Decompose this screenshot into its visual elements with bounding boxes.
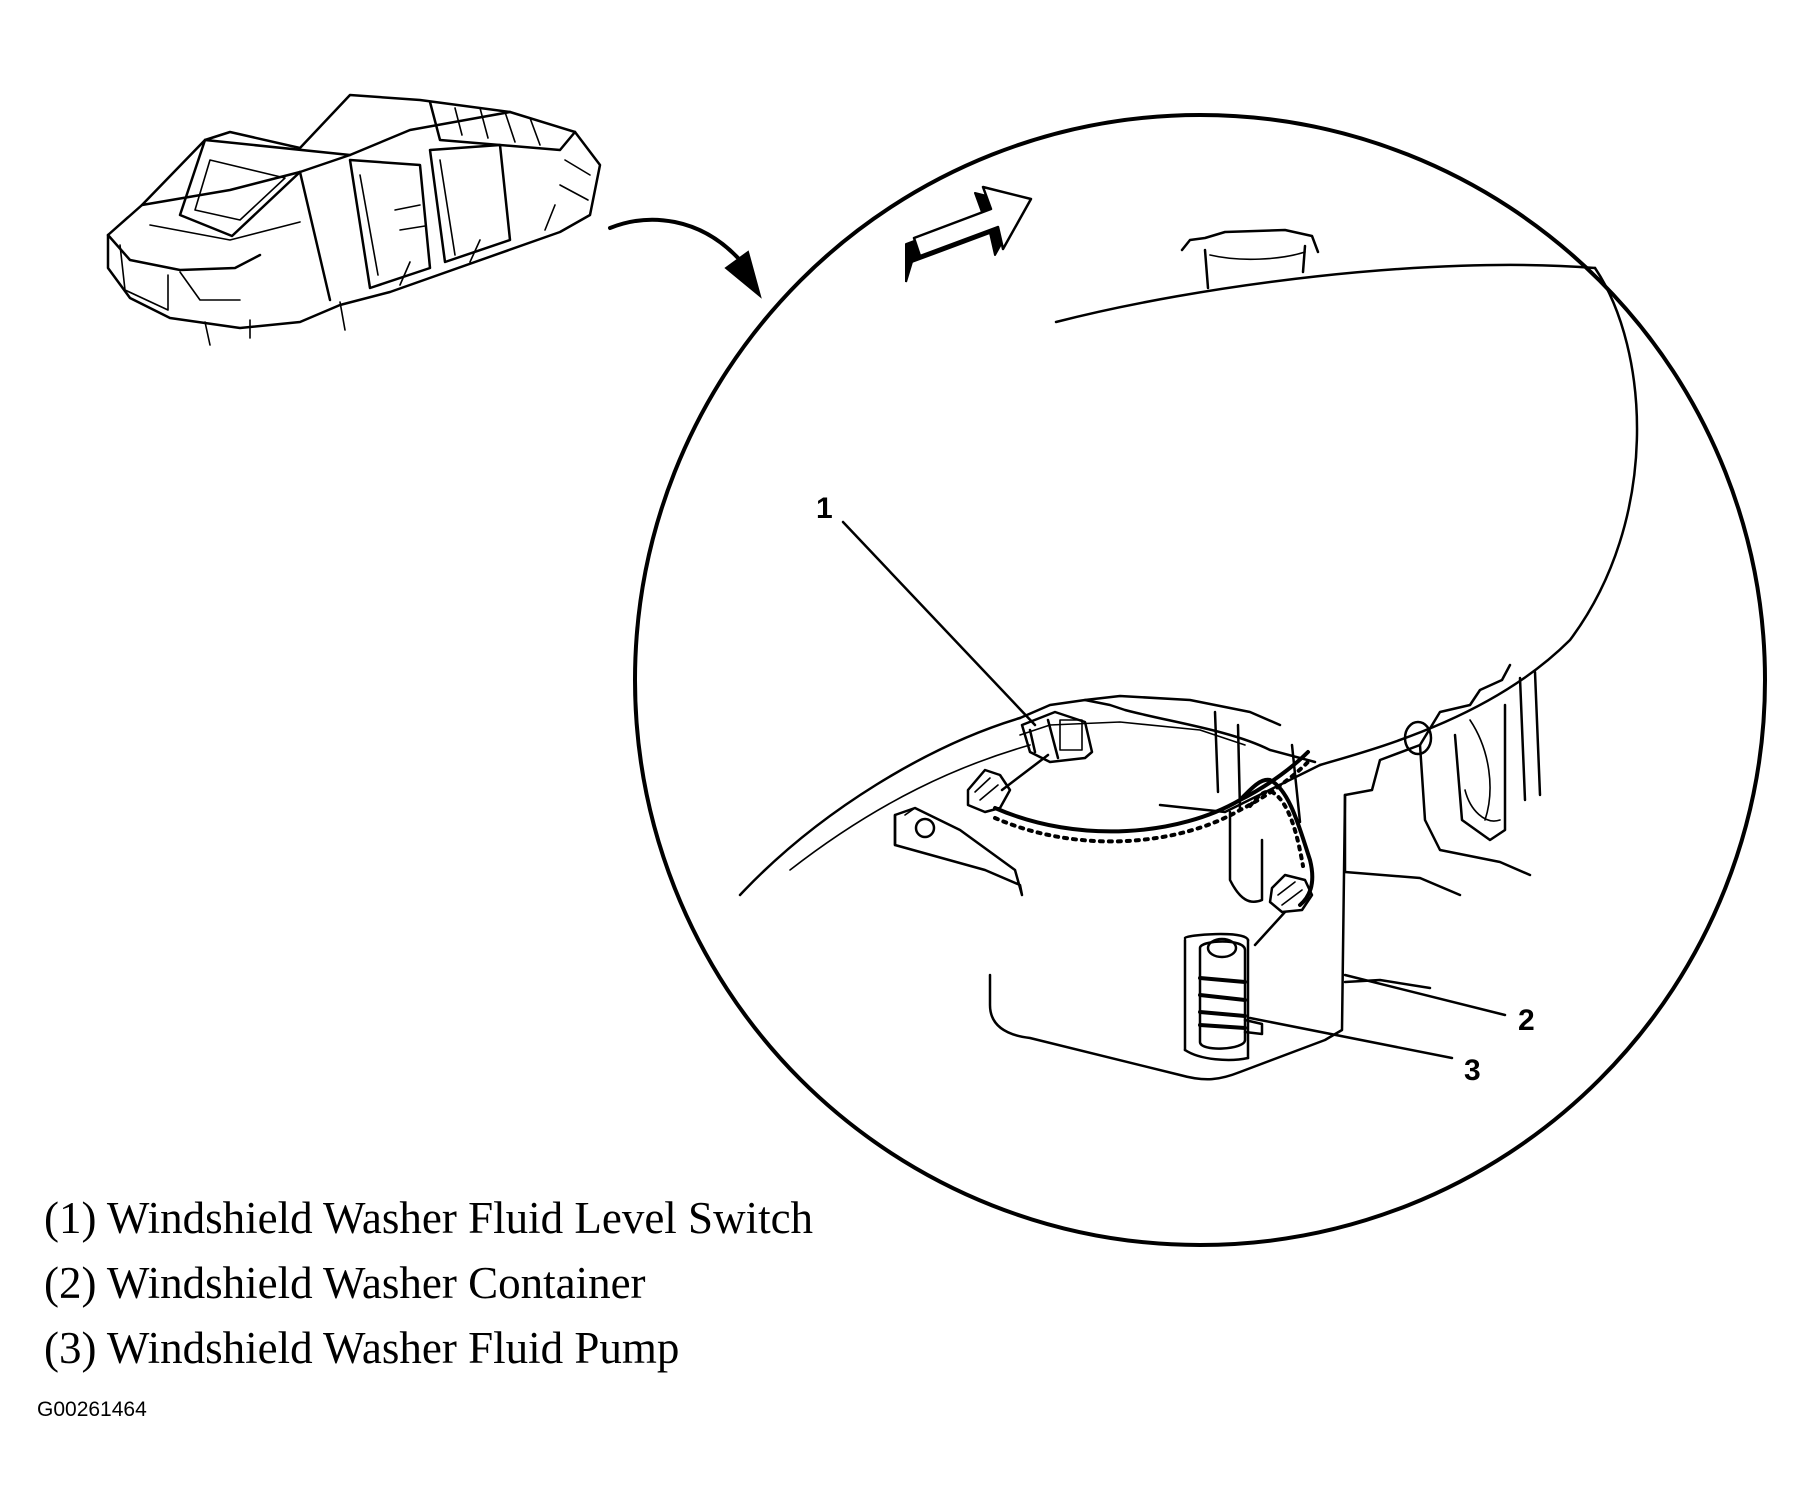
component-legend: (1) Windshield Washer Fluid Level Switch… bbox=[44, 1186, 813, 1381]
filler-cap bbox=[1180, 228, 1320, 290]
detail-pointer-arrow bbox=[608, 217, 762, 299]
legend-item-number: (2) bbox=[44, 1258, 97, 1308]
hood-panel bbox=[738, 263, 1639, 897]
legend-item-text: Windshield Washer Fluid Level Switch bbox=[106, 1193, 814, 1243]
vehicle-body-locator bbox=[106, 93, 602, 346]
callout-2: 2 bbox=[1518, 1004, 1535, 1037]
leader-line-2 bbox=[1343, 973, 1507, 1017]
detail-circle bbox=[633, 113, 1767, 1247]
pump-connector bbox=[1253, 873, 1314, 947]
leader-line-1 bbox=[841, 520, 1037, 727]
wiring-harness bbox=[993, 750, 1315, 907]
leader-line-3 bbox=[1248, 1016, 1454, 1060]
switch-connector bbox=[966, 753, 1050, 814]
legend-item-number: (1) bbox=[44, 1193, 97, 1243]
legend-item-pump: (3) Windshield Washer Fluid Pump bbox=[44, 1316, 813, 1381]
legend-item-text: Windshield Washer Fluid Pump bbox=[106, 1323, 680, 1373]
callout-3: 3 bbox=[1464, 1054, 1481, 1087]
legend-item-number: (3) bbox=[44, 1323, 97, 1373]
washer-fluid-pump bbox=[1183, 932, 1264, 1062]
callout-1: 1 bbox=[816, 492, 833, 525]
fluid-level-switch bbox=[1020, 710, 1094, 764]
forward-direction-arrow bbox=[905, 185, 1033, 283]
legend-item-container: (2) Windshield Washer Container bbox=[44, 1251, 813, 1316]
legend-item-level-switch: (1) Windshield Washer Fluid Level Switch bbox=[44, 1186, 813, 1251]
legend-item-text: Windshield Washer Container bbox=[106, 1258, 646, 1308]
figure-id: G00261464 bbox=[37, 1398, 147, 1421]
washer-container bbox=[988, 663, 1542, 1081]
mounting-bracket bbox=[893, 806, 1024, 897]
leader-lines bbox=[841, 520, 1507, 1060]
